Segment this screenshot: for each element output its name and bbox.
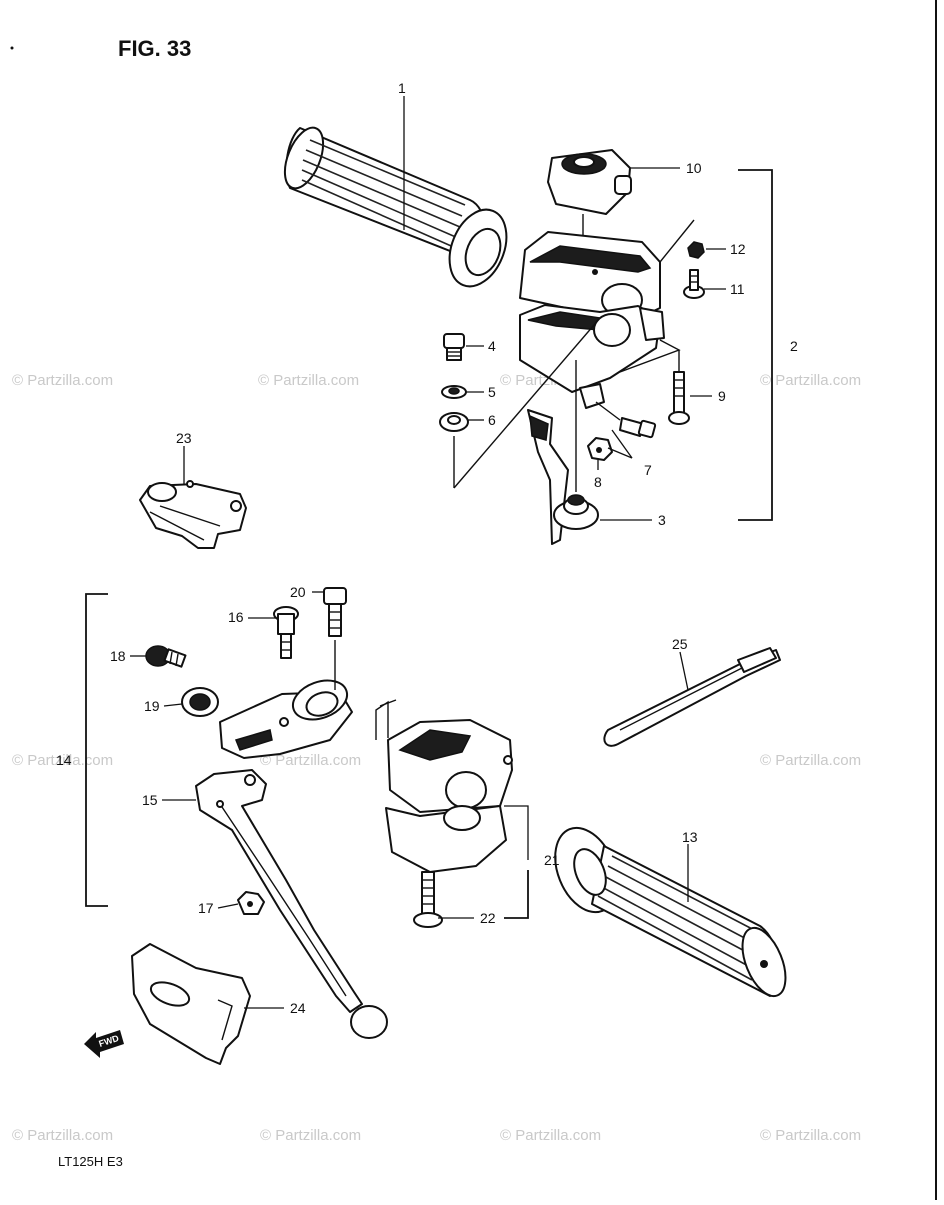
callout-4: 4	[488, 338, 496, 354]
watermark: © Partzilla.com	[260, 1127, 361, 1144]
callout-18: 18	[110, 648, 126, 664]
screw-16	[273, 606, 299, 659]
washer-6	[439, 412, 469, 432]
bracket-14	[85, 593, 108, 907]
callout-14: 14	[56, 752, 72, 768]
switch-housing-left	[375, 699, 513, 873]
callout-25: 25	[672, 636, 688, 652]
watermark: © Partzilla.com	[760, 372, 861, 389]
watermark: © Partzilla.com	[258, 372, 359, 389]
bracket-2	[738, 169, 773, 521]
callout-8: 8	[594, 474, 602, 490]
model-code: LT125H E3	[58, 1154, 123, 1169]
lever-cover-24	[131, 943, 251, 1065]
nut-12	[687, 241, 705, 259]
clamp-bracket-23	[139, 480, 247, 549]
watermark: © Partzilla.com	[12, 372, 113, 389]
callout-16: 16	[228, 609, 244, 625]
callout-10: 10	[686, 160, 702, 176]
grip-right	[554, 826, 787, 998]
forward-arrow: FWD	[84, 1030, 124, 1058]
switch-knob	[547, 149, 632, 290]
strap-25	[603, 647, 781, 747]
callout-21: 21	[544, 852, 560, 868]
watermark-layer: © Partzilla.com © Partzilla.com © Partzi…	[12, 372, 861, 1144]
screw-9	[619, 339, 690, 425]
callout-22: 22	[480, 910, 496, 926]
washer-19	[181, 687, 219, 717]
callout-2: 2	[790, 338, 798, 354]
callout-13: 13	[682, 829, 698, 845]
watermark: © Partzilla.com	[760, 752, 861, 769]
lever-holder	[219, 679, 353, 759]
screw-4	[443, 333, 465, 361]
callout-9: 9	[718, 388, 726, 404]
callout-numbers: 1 2 3 4 5 6 7 8 9 10 11 12 13 14 15 16 1…	[56, 80, 798, 1016]
screw-22	[413, 871, 443, 928]
figure-title: FIG. 33	[118, 36, 191, 61]
callout-3: 3	[658, 512, 666, 528]
scan-dot	[10, 46, 14, 50]
callout-6: 6	[488, 412, 496, 428]
brake-lever	[195, 769, 388, 1039]
callout-5: 5	[488, 384, 496, 400]
mount-bracket	[527, 360, 599, 545]
callout-12: 12	[730, 241, 746, 257]
callout-20: 20	[290, 584, 306, 600]
callout-17: 17	[198, 900, 214, 916]
bracket-21	[504, 870, 529, 919]
bolt-20	[323, 587, 347, 690]
nut-17	[237, 891, 265, 915]
callout-24: 24	[290, 1000, 306, 1016]
callout-19: 19	[144, 698, 160, 714]
watermark: © Partzilla.com	[500, 1127, 601, 1144]
grip-left	[283, 126, 508, 288]
nut-8	[587, 437, 613, 461]
callout-15: 15	[142, 792, 158, 808]
switch-housing-lower	[519, 304, 665, 409]
watermark: © Partzilla.com	[12, 752, 113, 769]
callout-23: 23	[176, 430, 192, 446]
callout-1: 1	[398, 80, 406, 96]
screw-18	[145, 645, 187, 668]
washer-5	[441, 385, 467, 399]
watermark: © Partzilla.com	[760, 1127, 861, 1144]
callout-7: 7	[644, 462, 652, 478]
screw-7	[595, 401, 657, 439]
callout-11: 11	[730, 281, 745, 297]
watermark: © Partzilla.com	[260, 752, 361, 769]
screw-11	[683, 269, 705, 299]
leader-lines	[130, 96, 726, 1009]
watermark: © Partzilla.com	[12, 1127, 113, 1144]
